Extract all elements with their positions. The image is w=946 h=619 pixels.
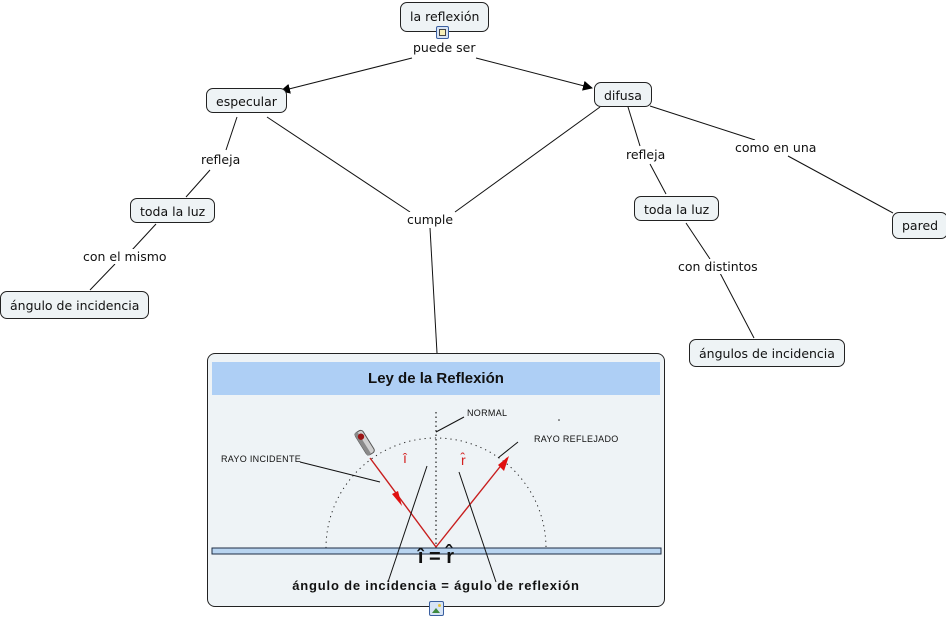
flashlight-icon <box>354 429 375 457</box>
reflection-caption: ángulo de incidencia = águlo de reflexió… <box>292 578 580 593</box>
link-puede-ser-especular <box>280 57 413 94</box>
link-toda-luz-con-el-mismo <box>131 223 157 251</box>
link-como-pared <box>787 155 894 214</box>
image-icon-sun <box>438 604 441 607</box>
link-refleja-toda-luz <box>185 169 211 198</box>
link-difusa-refleja <box>627 106 641 147</box>
angle-r-label: r̂ <box>461 452 466 468</box>
reflection-diagram <box>211 412 662 583</box>
reflection-formula: î = r̂ <box>417 546 455 568</box>
concept-angulos-de-incidencia[interactable]: ángulos de incidencia <box>689 339 845 367</box>
phrase-refleja-left[interactable]: refleja <box>199 152 243 167</box>
concept-pared[interactable]: pared <box>892 212 946 239</box>
image-icon[interactable] <box>429 601 444 616</box>
law-title: Ley de la Reflexión <box>212 362 660 395</box>
image-icon-mountain <box>432 608 440 613</box>
incident-pointer <box>299 461 381 483</box>
link-con-el-mismo-angulo <box>89 263 116 291</box>
concept-angulo-de-incidencia[interactable]: ángulo de incidencia <box>0 291 150 319</box>
link-difusa-como <box>649 105 756 141</box>
phrase-puede-ser[interactable]: puede ser <box>411 40 478 55</box>
reflected-pointer <box>497 441 519 459</box>
phrase-con-el-mismo[interactable]: con el mismo <box>81 249 169 264</box>
angle-i-pointer <box>387 465 428 583</box>
mirror-surface <box>211 547 662 555</box>
link-difusa-cumple <box>454 106 601 213</box>
document-icon[interactable] <box>436 26 449 39</box>
label-incident-ray: RAYO INCIDENTE <box>221 454 302 464</box>
link-especular-refleja <box>225 116 238 151</box>
link-puede-ser-difusa <box>475 57 593 91</box>
incident-arrowhead <box>392 491 402 506</box>
concept-toda-la-luz-right[interactable]: toda la luz <box>634 196 720 221</box>
reflected-ray <box>435 457 508 548</box>
law-of-reflection-image[interactable]: Ley de la Reflexión NORMAL RAYO INCIDENT… <box>207 353 665 607</box>
angle-i-label: î <box>403 450 408 466</box>
phrase-como-en-una[interactable]: como en una <box>733 140 819 155</box>
stray-dot <box>558 419 560 421</box>
angle-arc <box>325 437 547 549</box>
link-toda-luz-con-distintos <box>685 222 711 260</box>
incident-ray <box>369 457 437 548</box>
link-con-distintos-angulos <box>719 272 755 339</box>
label-normal: NORMAL <box>467 408 508 418</box>
label-reflected-ray: RAYO REFLEJADO <box>534 434 619 444</box>
concept-especular[interactable]: especular <box>206 88 287 113</box>
angle-r-pointer <box>458 471 497 583</box>
document-icon-page <box>439 29 446 36</box>
normal-pointer <box>435 416 465 433</box>
concept-difusa[interactable]: difusa <box>594 82 652 107</box>
reflected-arrowhead <box>498 456 509 471</box>
phrase-refleja-right[interactable]: refleja <box>624 147 668 162</box>
link-cumple-law <box>429 227 438 354</box>
phrase-cumple[interactable]: cumple <box>405 212 456 227</box>
phrase-con-distintos[interactable]: con distintos <box>676 259 760 274</box>
concept-toda-la-luz-left[interactable]: toda la luz <box>130 198 216 223</box>
link-refleja-toda-luz-right <box>649 163 667 195</box>
link-especular-cumple <box>266 116 411 213</box>
